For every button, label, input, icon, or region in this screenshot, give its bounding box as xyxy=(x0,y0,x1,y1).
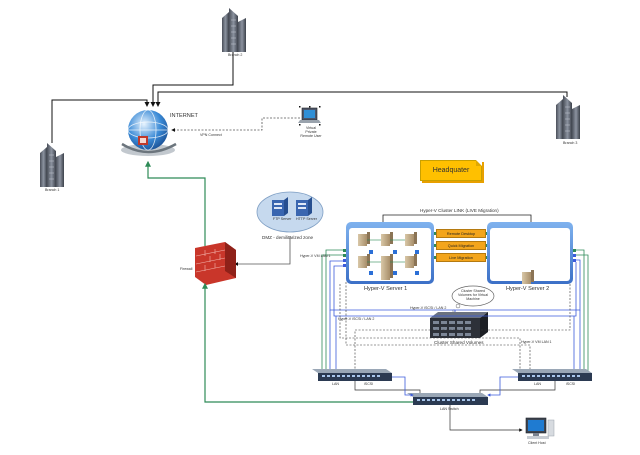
branch-1-building-icon xyxy=(40,143,64,187)
feature-quick-migration: Quick Migration xyxy=(436,241,486,250)
switch-1-icon xyxy=(312,369,392,381)
storage-callout-text: Cluster Shared Volumes for Virtual Machi… xyxy=(457,289,489,301)
feature-live-migration: Live Migration xyxy=(436,253,486,262)
vpn-dashed-link xyxy=(171,117,300,132)
core-switch-icon xyxy=(407,393,488,405)
branch-2-building-icon xyxy=(222,8,246,52)
iscsi-link-label-2: Hyper-V iSCSI / LAN 2 xyxy=(410,306,447,310)
server-1-label: Hyper-V Server 1 xyxy=(364,286,408,292)
feature-remote-desktop: Remote Desktop xyxy=(436,229,486,238)
client-host-label: Client Host xyxy=(528,441,546,445)
branch-3-building-icon xyxy=(556,95,580,139)
csv-label: Cluster Shared Volumes xyxy=(434,340,484,345)
core-switch-label: LAN Switch xyxy=(440,407,459,411)
remote-user-label: Virtual Private Remote User xyxy=(300,126,322,138)
switch-uplinks xyxy=(354,381,556,432)
cluster-link xyxy=(382,214,532,223)
dmz-zone xyxy=(256,191,324,233)
wan-links xyxy=(51,52,568,143)
switch-2-iscsi-label: iSCSI xyxy=(566,382,576,386)
dmz-label: DMZ - demilitarized zone xyxy=(262,235,314,240)
server-1-nic-ports xyxy=(343,232,437,267)
server-2-lan-link-label: Hyper-V VM LAN 1 xyxy=(521,340,552,344)
switch-2-lan-label: LAN xyxy=(534,382,541,386)
hyperv-server-2 xyxy=(484,222,576,284)
firewall-label: Firewall xyxy=(180,267,193,271)
remote-user-laptop-icon xyxy=(298,106,321,126)
dmz-firewall-link xyxy=(234,236,291,266)
green-links xyxy=(145,160,413,403)
cluster-link-label: Hyper-V Cluster LINK (LIVE Migration) xyxy=(420,208,499,213)
vm-server-icons xyxy=(358,232,419,280)
client-pc-icon xyxy=(525,417,555,439)
server-1-lan-link-label: Hyper-V VM LAN 1 xyxy=(300,254,331,258)
iscsi-link-label-1: Hyper-V iSCSI / LAN 2 xyxy=(338,317,375,321)
http-server-icon xyxy=(296,197,312,216)
headquarter-note: Headquater xyxy=(420,160,482,181)
firewall-icon xyxy=(195,242,236,285)
http-server-label: HTTP Server xyxy=(296,217,317,221)
vpn-connect-label: VPN Connect xyxy=(200,133,222,137)
internet-label: INTERNET xyxy=(170,113,198,119)
lan-links xyxy=(321,249,589,372)
branch-3-label: Branch 3 xyxy=(563,141,578,145)
switch-2-icon xyxy=(512,369,592,381)
storage-callout-cloud xyxy=(451,285,495,313)
switch-1-iscsi-label: iSCSI xyxy=(364,382,374,386)
server-2-label: Hyper-V Server 2 xyxy=(506,286,550,292)
branch-2-label: Branch 2 xyxy=(228,53,243,57)
iscsi-links xyxy=(329,259,581,372)
san-storage-icon xyxy=(430,312,488,338)
cross-dashed-links xyxy=(339,282,571,372)
vm-interconnect-lines xyxy=(367,239,405,263)
internet-globe-icon xyxy=(121,109,177,156)
ftp-server-label: FTP Server xyxy=(273,217,292,221)
switch-uplink-blue xyxy=(392,376,518,397)
switch-1-lan-label: LAN xyxy=(332,382,339,386)
hyperv-server-1 xyxy=(343,222,437,284)
branch-1-label: Branch 1 xyxy=(45,188,60,192)
ftp-server-icon xyxy=(272,197,288,216)
